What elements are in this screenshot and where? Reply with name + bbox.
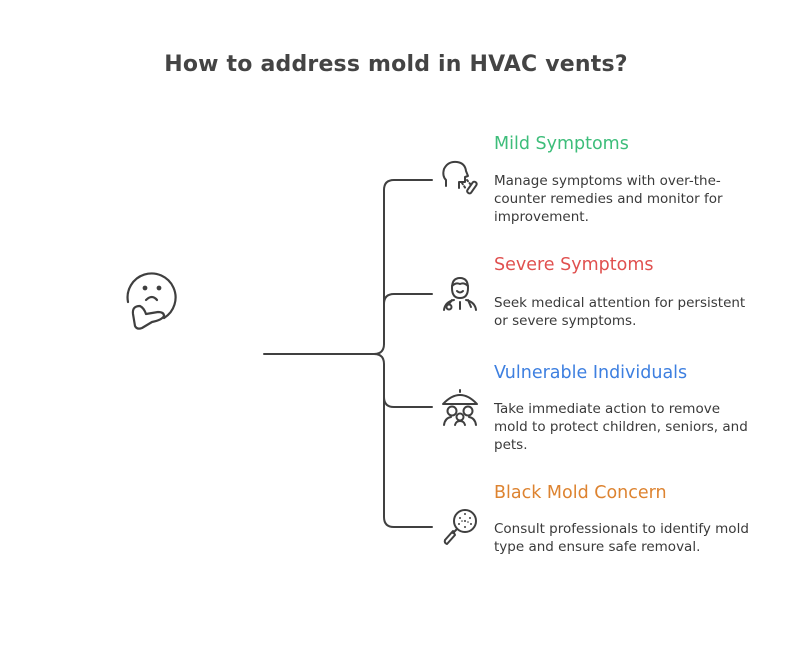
magnifying-glass-icon bbox=[443, 509, 477, 545]
branch-title-black-mold-concern: Black Mold Concern bbox=[494, 483, 667, 503]
branch-desc-vulnerable-individuals: Take immediate action to remove mold to … bbox=[494, 401, 748, 453]
branch-title-severe-symptoms: Severe Symptoms bbox=[494, 255, 654, 275]
person-inhaler-icon bbox=[442, 160, 478, 195]
connector-severe bbox=[383, 293, 433, 305]
root-connector bbox=[263, 343, 385, 355]
connector-vulnerable bbox=[373, 353, 433, 408]
branch-desc-mild-symptoms: Manage symptoms with over-the-counter re… bbox=[494, 173, 723, 225]
branch-desc-black-mold-concern: Consult professionals to identify mold t… bbox=[494, 521, 749, 555]
umbrella-family-icon bbox=[442, 389, 478, 426]
diagram-title: How to address mold in HVAC vents? bbox=[164, 52, 628, 77]
branch-title-mild-symptoms: Mild Symptoms bbox=[494, 134, 629, 154]
connector-black-mold bbox=[383, 396, 433, 528]
thinking-face-icon bbox=[126, 272, 177, 330]
connector-mild bbox=[383, 179, 433, 345]
doctor-icon bbox=[443, 277, 477, 311]
branch-title-vulnerable-individuals: Vulnerable Individuals bbox=[494, 363, 688, 383]
branch-desc-severe-symptoms: Seek medical attention for persistent or… bbox=[494, 295, 746, 329]
